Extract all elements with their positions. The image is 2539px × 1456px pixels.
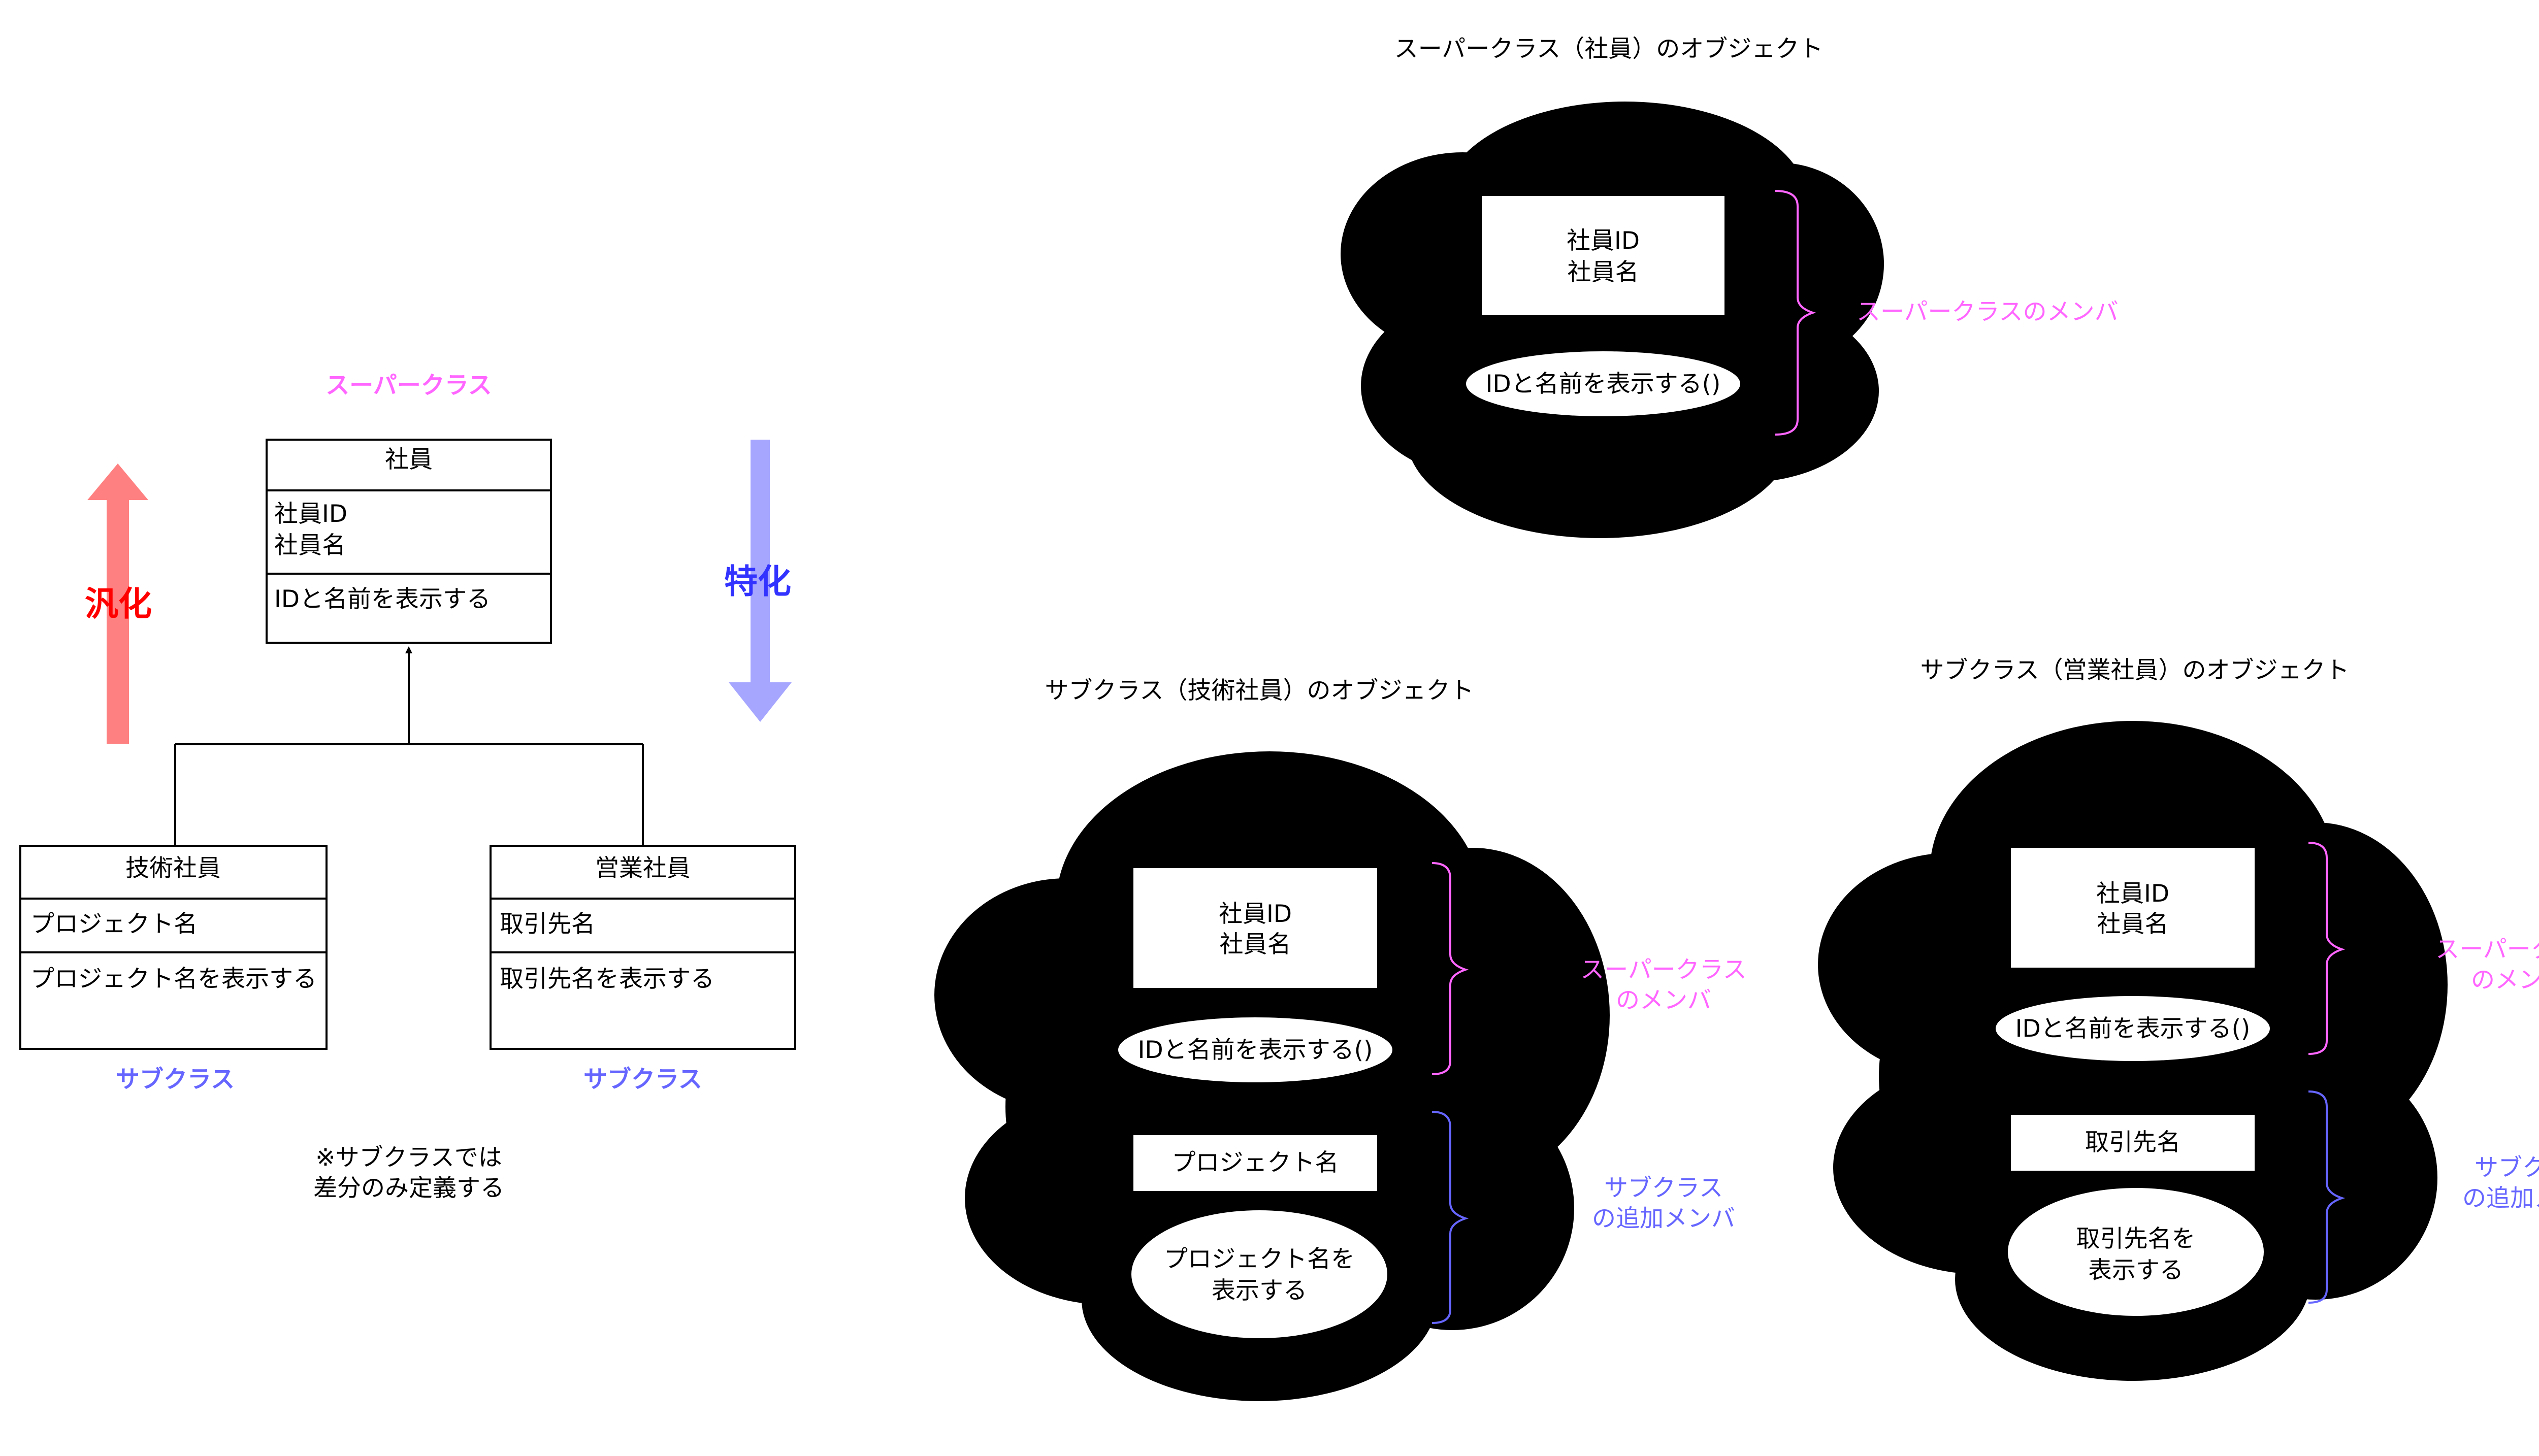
sub-method-oval bbox=[1131, 1210, 1387, 1338]
object-title: スーパークラス（社員）のオブジェクト bbox=[1394, 35, 1824, 63]
super-members-label: スーパークラス bbox=[2435, 936, 2539, 964]
method-text: IDと名前を表示する() bbox=[1138, 1036, 1373, 1064]
sub-members-label: サブクラス bbox=[2475, 1154, 2539, 1182]
generalization-label: 汎化 bbox=[85, 584, 152, 623]
attribute-text: 社員名 bbox=[2097, 910, 2169, 938]
sub-attribute-text: 取引先名 bbox=[2085, 1129, 2180, 1156]
superclass-operation: IDと名前を表示する bbox=[274, 585, 491, 613]
attribute-text: 社員ID bbox=[2096, 880, 2169, 908]
attribute-text: 社員名 bbox=[1568, 258, 1639, 286]
super-members-label: のメンバ bbox=[2471, 966, 2539, 994]
sub-attribute-text: プロジェクト名 bbox=[1172, 1149, 1339, 1177]
attribute-text: 社員ID bbox=[1219, 900, 1292, 928]
member-box bbox=[1482, 196, 1724, 315]
sub-method-text: プロジェクト名を bbox=[1164, 1245, 1355, 1273]
super-members-brace bbox=[1775, 190, 1816, 436]
sub-method-text: 表示する bbox=[1212, 1277, 1307, 1305]
subclass-attribute: プロジェクト名 bbox=[30, 910, 198, 938]
superclass-box bbox=[266, 439, 552, 644]
sub-attribute-box bbox=[2011, 1115, 2255, 1171]
member-box bbox=[2011, 848, 2255, 968]
super-members-label: スーパークラス bbox=[1580, 956, 1747, 984]
superclass-attribute: 社員名 bbox=[274, 532, 346, 559]
sub-method-text: 取引先名を bbox=[2076, 1225, 2196, 1253]
sub-method-text: 表示する bbox=[2088, 1256, 2184, 1284]
generalization-arrow bbox=[87, 464, 148, 744]
sub-attribute-box bbox=[1133, 1135, 1377, 1191]
superclass-attribute: 社員ID bbox=[274, 500, 347, 528]
object-cloud bbox=[1341, 102, 1884, 538]
super-members-label: スーパークラスのメンバ bbox=[1857, 298, 2119, 326]
object-title: サブクラス（営業社員）のオブジェクト bbox=[1920, 656, 2349, 684]
sub-members-label: サブクラス bbox=[1604, 1174, 1723, 1202]
subclass-box-engineer bbox=[19, 845, 328, 1050]
subclass-name: 営業社員 bbox=[595, 854, 691, 882]
subclass-name: 技術社員 bbox=[125, 854, 221, 882]
attribute-text: 社員ID bbox=[1567, 227, 1640, 255]
subclass-attribute: 取引先名 bbox=[500, 910, 595, 938]
subclass-operation: 取引先名を表示する bbox=[500, 965, 714, 993]
super-members-label: のメンバ bbox=[1616, 986, 1711, 1014]
method-oval bbox=[1996, 996, 2270, 1061]
subclass-operation: プロジェクト名を表示する bbox=[30, 965, 317, 993]
super-members-brace bbox=[2308, 842, 2346, 1055]
method-text: IDと名前を表示する() bbox=[1486, 370, 1721, 398]
object-title: サブクラス（技術社員）のオブジェクト bbox=[1045, 677, 1474, 705]
sub-members-label: の追加メンバ bbox=[2462, 1184, 2539, 1212]
superclass-name: 社員 bbox=[385, 446, 433, 474]
specialization-label: 特化 bbox=[724, 562, 791, 601]
subclass-box-sales bbox=[490, 845, 796, 1050]
note-line: 差分のみ定義する bbox=[313, 1174, 504, 1202]
method-text: IDと名前を表示する() bbox=[2015, 1015, 2251, 1043]
super-members-brace bbox=[1431, 862, 1469, 1075]
note-line: ※サブクラスでは bbox=[315, 1144, 502, 1172]
inheritance-connector bbox=[174, 646, 644, 845]
attribute-text: 社員名 bbox=[1220, 931, 1291, 958]
subclass-label: サブクラス bbox=[583, 1066, 702, 1094]
sub-method-oval bbox=[2008, 1188, 2264, 1316]
member-box bbox=[1133, 868, 1377, 988]
sub-members-brace bbox=[2308, 1090, 2346, 1304]
superclass-label: スーパークラス bbox=[325, 372, 492, 400]
method-oval bbox=[1466, 351, 1740, 416]
subclass-label: サブクラス bbox=[116, 1066, 235, 1094]
method-oval bbox=[1118, 1017, 1392, 1082]
sub-members-label: の追加メンバ bbox=[1592, 1205, 1735, 1233]
sub-members-brace bbox=[1431, 1111, 1469, 1324]
specialization-arrow bbox=[729, 440, 792, 722]
